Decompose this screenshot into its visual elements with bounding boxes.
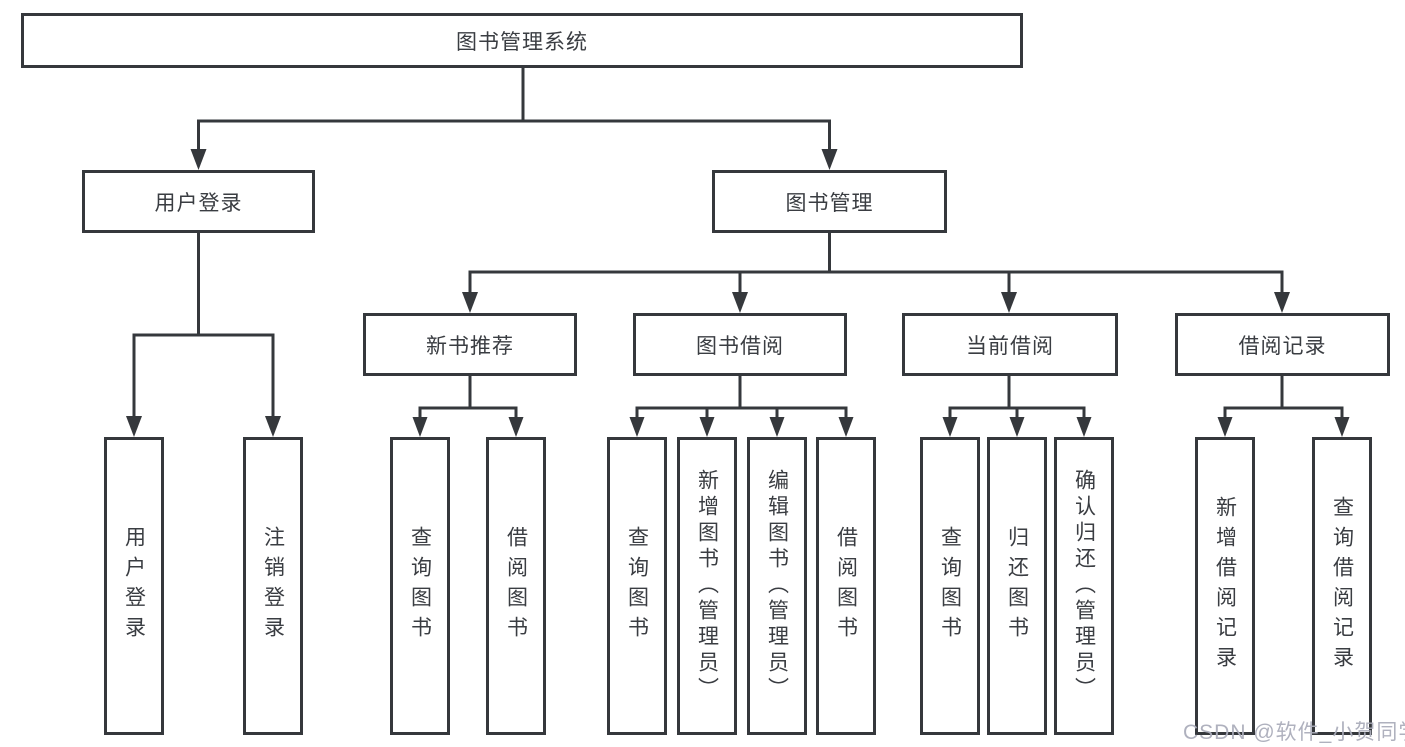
node-root-library-system: 图书管理系统	[21, 13, 1023, 68]
node-label: 新书推荐	[426, 334, 514, 358]
leaf-query-books-borrow: 查询图书	[607, 437, 667, 735]
node-label: 注销登录	[261, 526, 285, 646]
leaf-return-books: 归还图书	[987, 437, 1047, 735]
node-book-borrowing: 图书借阅	[633, 313, 847, 376]
node-label: 用户登录	[154, 191, 243, 215]
node-label: 新增图书（管理员）	[695, 469, 719, 703]
leaf-borrow-books: 借阅图书	[816, 437, 876, 735]
arrowheads	[126, 149, 1350, 437]
node-label: 查询借阅记录	[1330, 496, 1354, 676]
leaf-query-borrow-record: 查询借阅记录	[1312, 437, 1372, 735]
node-current-borrowing: 当前借阅	[902, 313, 1118, 376]
leaf-query-books-recommend: 查询图书	[390, 437, 450, 735]
node-label: 用户登录	[122, 526, 146, 646]
node-user-login-branch: 用户登录	[82, 170, 315, 233]
node-label: 图书管理	[785, 191, 874, 215]
leaf-edit-books-admin: 编辑图书（管理员）	[747, 437, 807, 735]
leaf-query-books-current: 查询图书	[920, 437, 980, 735]
node-label: 借阅图书	[504, 526, 528, 646]
csdn-watermark: CSDN @软件_小贺同学	[1183, 721, 1405, 744]
leaf-logout: 注销登录	[243, 437, 303, 735]
node-borrowing-records: 借阅记录	[1175, 313, 1390, 376]
leaf-add-borrow-record: 新增借阅记录	[1195, 437, 1255, 735]
leaf-borrow-books-recommend: 借阅图书	[486, 437, 546, 735]
node-label: 图书借阅	[696, 334, 784, 358]
node-label: 编辑图书（管理员）	[765, 469, 789, 703]
node-new-book-recommend: 新书推荐	[363, 313, 577, 376]
node-label: 图书管理系统	[456, 30, 588, 54]
node-book-management-branch: 图书管理	[712, 170, 947, 233]
node-label: 查询图书	[938, 526, 962, 646]
node-label: 归还图书	[1005, 526, 1029, 646]
node-label: 当前借阅	[966, 334, 1054, 358]
node-label: 查询图书	[408, 526, 432, 646]
node-label: 查询图书	[625, 526, 649, 646]
node-label: 借阅图书	[834, 526, 858, 646]
node-label: 确认归还（管理员）	[1072, 469, 1096, 703]
leaf-confirm-return-admin: 确认归还（管理员）	[1054, 437, 1114, 735]
node-label: 借阅记录	[1238, 334, 1327, 358]
leaf-add-books-admin: 新增图书（管理员）	[677, 437, 737, 735]
node-label: 新增借阅记录	[1213, 496, 1237, 676]
leaf-user-login: 用户登录	[104, 437, 164, 735]
